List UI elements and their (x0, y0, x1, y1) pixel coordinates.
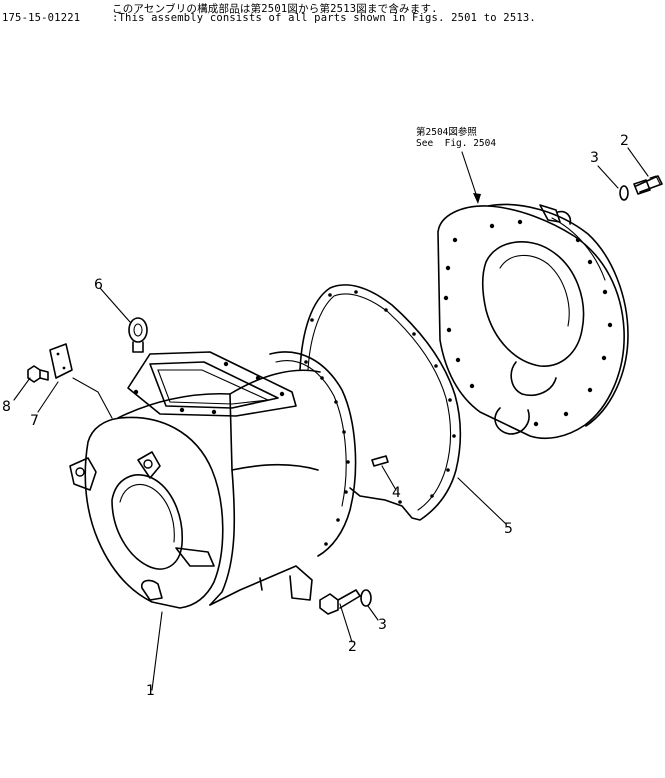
callout-3-washer-upper: 3 (590, 150, 599, 166)
callout-2-bolt-lower: 2 (348, 639, 357, 655)
leader-lines (13, 147, 649, 691)
callout-1-housing: 1 (146, 683, 155, 699)
part-number: 175-15-01221 (2, 12, 81, 24)
dowel-pin (371, 455, 389, 467)
header-note-jp: このアセンブリの構成部品は第2501図から第2513図まで含みます. (112, 3, 438, 15)
rear-cover (437, 203, 629, 440)
callout-5-gasket: 5 (504, 521, 513, 537)
bolt-upper (633, 175, 663, 195)
washer-lower (360, 589, 372, 607)
callout-6-eye-bolt: 6 (94, 277, 103, 293)
callout-2-bolt-upper: 2 (620, 133, 629, 149)
callout-7-cover: 7 (30, 413, 39, 429)
bolt-lower (319, 589, 361, 615)
callout-4-dowel-pin: 4 (392, 485, 401, 501)
eye-bolt (128, 317, 148, 353)
header-note-en: :This assembly consists of all parts sho… (112, 12, 536, 24)
reference-note-en: See Fig. 2504 (416, 138, 497, 149)
callout-8-bolt: 8 (2, 399, 11, 415)
gasket (299, 284, 462, 521)
main-housing (69, 351, 357, 609)
cover-plate (49, 343, 73, 379)
washer-upper (619, 185, 629, 201)
small-bolt (27, 365, 49, 383)
reference-note-jp: 第2504図参照 (416, 127, 477, 138)
callout-3-washer-lower: 3 (378, 617, 387, 633)
